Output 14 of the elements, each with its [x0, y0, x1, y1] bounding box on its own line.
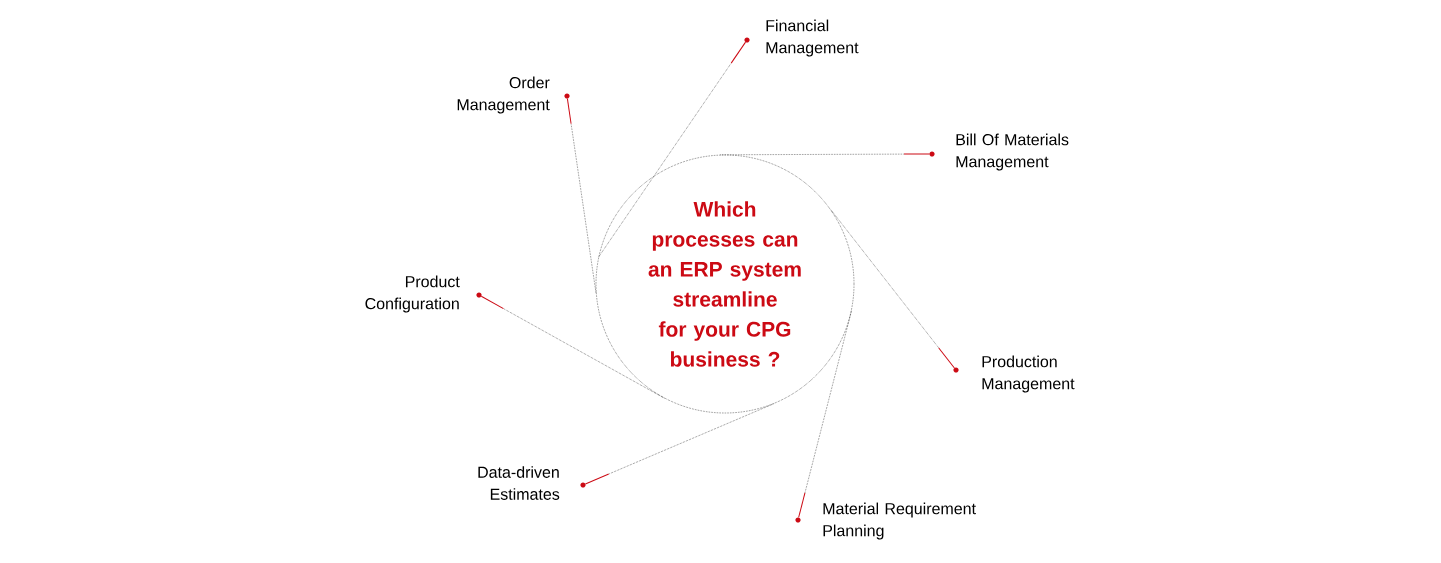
- connector-line: [598, 41, 747, 258]
- connector-line: [830, 209, 955, 369]
- process-label: Data-driven Estimates: [478, 466, 586, 500]
- connector-line: [584, 403, 774, 485]
- connector-line: [566, 98, 597, 294]
- process-label: Bill Of Materials Management: [929, 133, 1069, 171]
- process-label: Product Configuration: [365, 275, 482, 313]
- connector-line: [798, 310, 852, 518]
- process-label: Financial Management: [744, 19, 859, 57]
- connector-line: [480, 295, 665, 399]
- process-label: Order Management: [457, 76, 570, 114]
- process-label: Production Management: [953, 355, 1075, 393]
- connector-line: [720, 153, 930, 156]
- process-label: Material Requirement Planning: [795, 502, 976, 540]
